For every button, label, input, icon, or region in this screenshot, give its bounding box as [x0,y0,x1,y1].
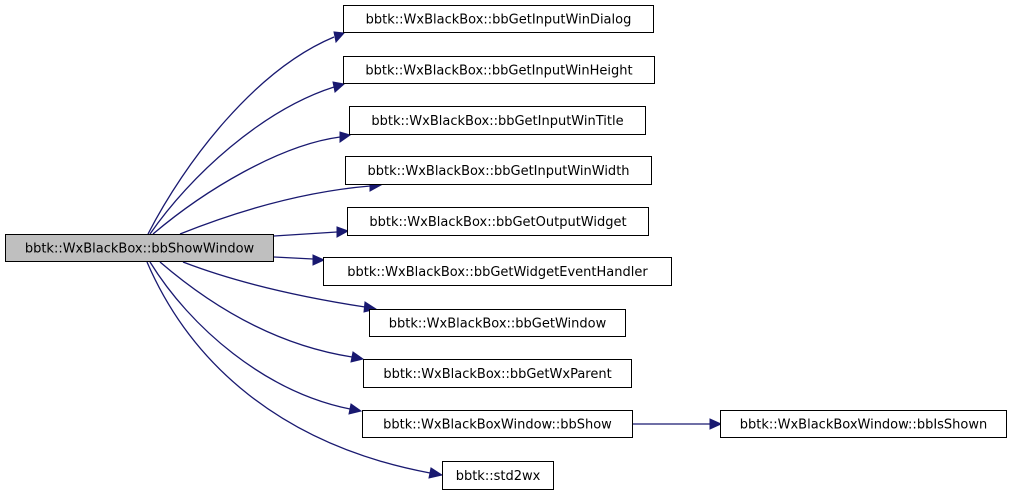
node-bbGetOutputWidget[interactable]: bbtk::WxBlackBox::bbGetOutputWidget [347,207,649,236]
node-n1-label: bbtk::WxBlackBox::bbGetInputWinDialog [366,13,632,28]
node-bbGetInputWinHeight[interactable]: bbtk::WxBlackBox::bbGetInputWinHeight [343,56,655,84]
node-root-label: bbtk::WxBlackBox::bbShowWindow [25,242,255,257]
node-n2-label: bbtk::WxBlackBox::bbGetInputWinHeight [365,64,632,79]
node-bbShow[interactable]: bbtk::WxBlackBoxWindow::bbShow [362,410,633,438]
edge-root-n3 [152,136,341,235]
node-bbGetWindow[interactable]: bbtk::WxBlackBox::bbGetWindow [369,309,626,337]
node-n10-box [442,461,554,490]
node-bbGetInputWinDialog[interactable]: bbtk::WxBlackBox::bbGetInputWinDialog [343,5,654,33]
node-n8-box [363,359,632,388]
node-n6-box [323,257,672,286]
node-n5-box [347,207,649,236]
node-bbGetInputWinTitle[interactable]: bbtk::WxBlackBox::bbGetInputWinTitle [349,106,646,135]
edge-root-n5-arrowhead [336,226,350,238]
edge-root-n9-arrowhead [348,403,363,415]
edge-root-n2 [149,86,335,235]
edge-root-n6 [273,256,314,260]
node-n6-label: bbtk::WxBlackBox::bbGetWidgetEventHandle… [347,265,648,280]
edge-root-n1-arrowhead [333,31,346,44]
node-bbIsShown[interactable]: bbtk::WxBlackBoxWindow::bbIsShown [720,410,1007,438]
node-n7-box [369,309,626,337]
edge-root-n2-arrowhead [332,81,346,93]
edge-n9-n11-arrowhead [709,418,723,430]
edge-root-n6-arrowhead [312,254,326,266]
node-n11-label: bbtk::WxBlackBoxWindow::bbIsShown [740,418,988,433]
nodes-layer: bbtk::WxBlackBox::bbShowWindow bbtk::WxB… [5,5,1007,490]
edge-root-n4 [179,185,371,235]
node-n3-label: bbtk::WxBlackBox::bbGetInputWinTitle [371,114,623,129]
node-n1-box [343,5,654,33]
edges-layer [146,31,723,479]
node-n5-label: bbtk::WxBlackBox::bbGetOutputWidget [369,215,626,230]
node-n9-label: bbtk::WxBlackBoxWindow::bbShow [383,418,612,433]
edge-root-n10-arrowhead [428,467,444,479]
edge-root-n5 [273,231,338,237]
node-n4-box [345,156,652,185]
node-bbGetWidgetEventHandler[interactable]: bbtk::WxBlackBox::bbGetWidgetEventHandle… [323,257,672,286]
node-bbGetInputWinWidth[interactable]: bbtk::WxBlackBox::bbGetInputWinWidth [345,156,652,185]
edge-root-n10 [146,261,431,474]
node-n4-label: bbtk::WxBlackBox::bbGetInputWinWidth [367,164,629,179]
node-n9-box [362,410,633,438]
node-n7-label: bbtk::WxBlackBox::bbGetWindow [389,317,607,332]
node-n3-box [349,106,646,135]
node-std2wx[interactable]: bbtk::std2wx [442,461,554,490]
edge-root-n8 [159,261,353,358]
edge-root-n8-arrowhead [350,351,365,363]
edge-root-n1 [147,36,335,235]
node-n10-label: bbtk::std2wx [456,469,541,484]
node-n11-box [720,410,1007,438]
node-bbGetWxParent[interactable]: bbtk::WxBlackBox::bbGetWxParent [363,359,632,388]
node-n2-box [343,56,655,84]
edge-root-n7 [182,261,366,308]
node-root[interactable]: bbtk::WxBlackBox::bbShowWindow [5,234,274,262]
node-root-box [5,234,274,262]
node-n8-label: bbtk::WxBlackBox::bbGetWxParent [383,367,611,382]
edge-root-n3-arrowhead [339,131,352,143]
edge-root-n9 [149,261,351,410]
